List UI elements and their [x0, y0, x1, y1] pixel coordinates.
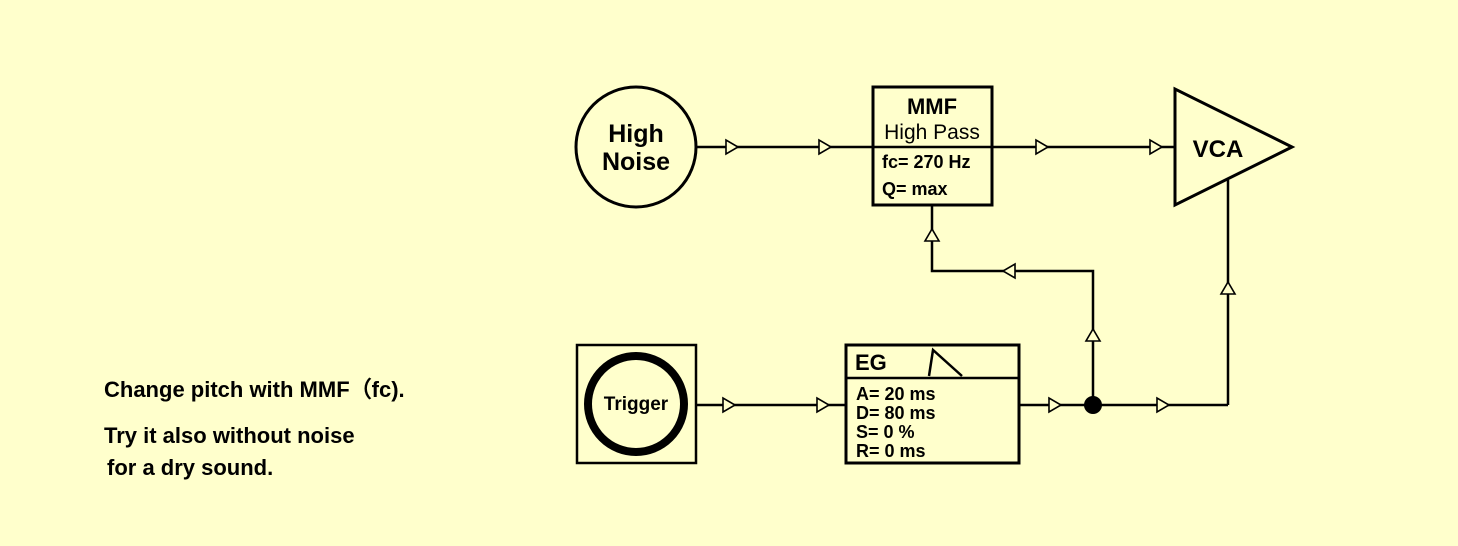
arrow-up-icon: [923, 227, 941, 242]
eg-box: [844, 343, 1021, 465]
arrow-right-icon: [1149, 138, 1164, 156]
eg-release: R= 0 ms: [856, 441, 926, 461]
noise-module: High Noise: [574, 85, 698, 209]
note-line-1: Change pitch with MMF（fc).: [104, 377, 405, 402]
trigger-label: Trigger: [604, 394, 669, 415]
mmf-q: Q= max: [882, 179, 948, 199]
arrow-right-icon: [816, 396, 831, 414]
arrow-right-icon: [1035, 138, 1050, 156]
note-line-3: for a dry sound.: [107, 455, 274, 480]
arrow-right-icon: [818, 138, 833, 156]
arrow-up-icon: [1219, 280, 1237, 295]
note-line-2: Try it also without noise: [104, 423, 355, 448]
eg-sustain: S= 0 %: [856, 422, 915, 442]
vca-label: VCA: [1193, 136, 1244, 163]
eg-decay: D= 80 ms: [856, 403, 936, 423]
eg-module: EG A= 20 ms D= 80 ms S= 0 % R= 0 ms: [844, 343, 1021, 465]
mmf-title: MMF: [907, 94, 957, 119]
arrow-right-icon: [1156, 396, 1171, 414]
mmf-mode: High Pass: [884, 121, 980, 144]
junction-dot-icon: [1084, 396, 1102, 414]
mmf-fc: fc= 270 Hz: [882, 152, 971, 172]
arrow-left-icon: [1001, 262, 1016, 280]
arrow-up-icon: [1084, 327, 1102, 342]
noise-label-line1: High: [608, 120, 664, 148]
noise-circle: [574, 85, 698, 209]
arrow-right-icon: [725, 138, 740, 156]
noise-label-line2: Noise: [602, 148, 670, 176]
trigger-ring-icon: [584, 352, 688, 456]
arrow-right-icon: [722, 396, 737, 414]
envelope-shape-icon: [927, 347, 963, 377]
signal-arrows: [722, 138, 1237, 414]
eg-attack: A= 20 ms: [856, 384, 936, 404]
vca-module: VCA: [1173, 86, 1296, 208]
trigger-box: [575, 343, 698, 465]
mmf-module: MMF High Pass fc= 270 Hz Q= max: [871, 85, 994, 207]
arrow-right-icon: [1048, 396, 1063, 414]
trigger-module: Trigger: [575, 343, 698, 465]
vca-triangle: [1173, 86, 1296, 208]
eg-title: EG: [855, 350, 887, 375]
